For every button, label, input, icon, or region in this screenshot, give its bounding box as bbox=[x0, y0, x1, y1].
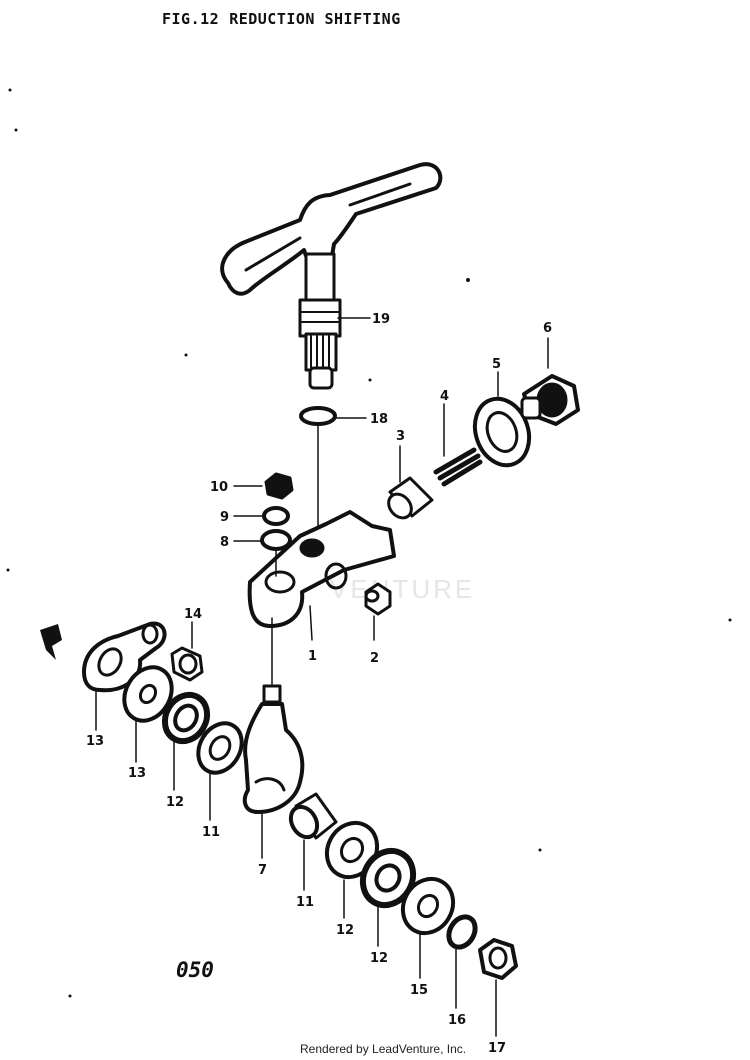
part-2-bolt bbox=[364, 582, 392, 641]
part-7-shift-shaft bbox=[242, 617, 305, 814]
callout-21: 19 bbox=[372, 312, 390, 327]
callout-17: 15 bbox=[410, 983, 428, 998]
callout-labels: 19 18 3 4 5 6 10 9 8 1 2 14 13 13 12 11 … bbox=[86, 312, 552, 1056]
figure-title: FIG.12 REDUCTION SHIFTING bbox=[162, 10, 411, 28]
part-10-nut bbox=[264, 472, 294, 500]
callout-19: 17 bbox=[488, 1041, 506, 1056]
part-15-plate bbox=[82, 621, 167, 693]
callout-13-lower: 12 bbox=[370, 951, 388, 966]
callout-20: 18 bbox=[370, 412, 388, 427]
callout-14: 13 bbox=[128, 766, 146, 781]
callout-10: 10 bbox=[210, 480, 228, 495]
callout-2: 2 bbox=[370, 651, 379, 666]
part-17-washer bbox=[400, 876, 456, 936]
part-14-washer bbox=[122, 665, 174, 723]
part-19-nut bbox=[478, 938, 518, 980]
callout-12-lower: 12 bbox=[336, 923, 354, 938]
callout-16: 14 bbox=[184, 607, 202, 622]
callout-11: 11 bbox=[296, 895, 314, 910]
part-1-shift-arm bbox=[247, 510, 396, 628]
part-13-bearing-upper bbox=[161, 691, 211, 745]
callout-3: 3 bbox=[396, 429, 405, 444]
page-code: 050 bbox=[176, 958, 214, 982]
callout-15: 13 bbox=[86, 734, 104, 749]
figure-number: FIG.12 bbox=[162, 10, 220, 28]
callout-8: 8 bbox=[220, 535, 229, 550]
part-16-bolt bbox=[170, 646, 204, 682]
part-20-o-ring bbox=[299, 406, 337, 426]
part-9-lock-washer bbox=[262, 506, 290, 526]
callout-4: 4 bbox=[440, 389, 449, 404]
figure-name: REDUCTION SHIFTING bbox=[229, 10, 401, 28]
part-4-spring bbox=[433, 447, 483, 487]
callout-7: 7 bbox=[258, 863, 267, 878]
callout-6: 6 bbox=[543, 321, 552, 336]
callout-18: 16 bbox=[448, 1013, 466, 1028]
part-5-washer bbox=[472, 396, 532, 468]
callout-13: 12 bbox=[166, 795, 184, 810]
part-12-washer-upper bbox=[196, 721, 244, 775]
callout-1: 1 bbox=[308, 649, 317, 664]
part-11-collar bbox=[288, 792, 338, 840]
footer-credit: Rendered by LeadVenture, Inc. bbox=[300, 1042, 467, 1056]
part-3-pin bbox=[387, 476, 434, 520]
callout-12: 11 bbox=[202, 825, 220, 840]
part-18-lock-washer bbox=[446, 914, 478, 950]
part-6-plug-bolt bbox=[520, 374, 580, 426]
callout-5: 5 bbox=[492, 357, 501, 372]
watermark: VENTURE bbox=[330, 574, 476, 604]
callout-9: 9 bbox=[220, 510, 229, 525]
part-21-t-handle bbox=[220, 162, 443, 390]
part-8-washer bbox=[260, 529, 292, 551]
